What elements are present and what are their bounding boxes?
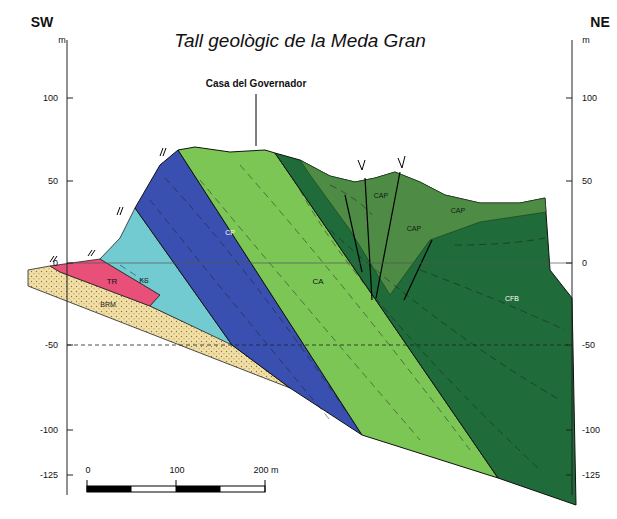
axis-tick: -125 <box>582 471 600 480</box>
unit-label: CAP <box>451 207 465 214</box>
fault-lines <box>345 172 432 300</box>
unit-label: CP <box>225 229 235 236</box>
unit-label: TR <box>107 278 118 286</box>
axis-unit: m <box>582 36 590 45</box>
dip-symbols <box>50 148 405 262</box>
unit-label: CA <box>312 278 323 286</box>
axis-tick: 0 <box>582 259 587 268</box>
leader-line <box>256 94 257 146</box>
axis-unit: m <box>58 36 66 45</box>
bedding-lines <box>120 165 565 470</box>
axis-tick: 50 <box>582 177 592 186</box>
axis-tick: -50 <box>582 341 595 350</box>
axis-tick: 100 <box>43 94 58 103</box>
axis-tick: 0 <box>53 259 58 268</box>
unit-label: CFB <box>505 295 519 302</box>
axis-tick: -100 <box>582 426 600 435</box>
unit-label: BRM <box>100 301 116 308</box>
unit-label: CAP <box>374 192 388 199</box>
unit-cap <box>300 160 546 295</box>
axis-tick: -125 <box>40 471 58 480</box>
axis-tick: 50 <box>48 177 58 186</box>
unit-dark-green <box>275 153 576 505</box>
axis-side: SW <box>31 15 54 29</box>
axis-tick: 100 <box>582 94 597 103</box>
axis-tick: -50 <box>45 341 58 350</box>
unit-label: CAP <box>407 225 421 232</box>
axis-tick: -100 <box>40 426 58 435</box>
depth-line <box>67 345 572 346</box>
axis-side: NE <box>590 15 609 29</box>
place-label: Casa del Governador <box>206 79 307 89</box>
scale-number: 0 <box>85 466 90 475</box>
axes <box>67 40 572 495</box>
unit-label: KS <box>139 277 148 284</box>
sea-level-line <box>67 263 572 264</box>
scale-bar <box>87 480 265 492</box>
scale-number: 100 <box>169 466 184 475</box>
scale-number: 200 m <box>253 466 278 475</box>
diagram-title: Tall geològic de la Meda Gran <box>174 31 426 50</box>
